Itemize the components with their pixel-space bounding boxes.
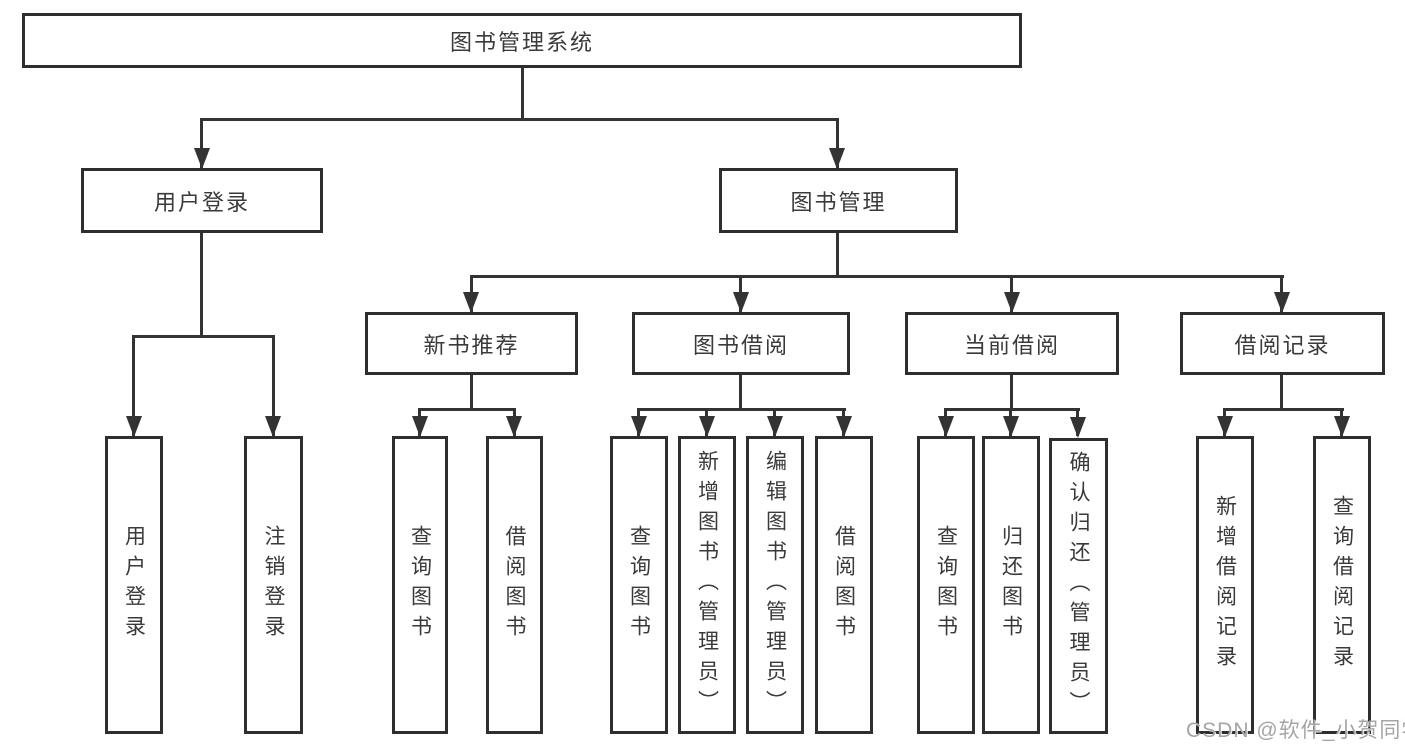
leaf-label: 查询图书: [408, 525, 432, 645]
arrow-down-icon: [631, 416, 647, 437]
arrow-down-icon: [194, 148, 210, 169]
arrow-down-icon: [1003, 416, 1019, 437]
node-book-borrowing: 图书借阅: [632, 312, 850, 375]
connector-line: [418, 408, 516, 411]
connector-line: [470, 275, 1284, 278]
connector-line: [132, 335, 135, 436]
connector-line: [521, 68, 524, 118]
node-book-management: 图书管理: [719, 168, 958, 233]
node-label: 用户登录: [153, 189, 250, 215]
leaf-label: 确认归还（管理员）: [1067, 451, 1090, 721]
connector-line: [637, 408, 846, 411]
leaf-label: 用户登录: [122, 525, 146, 645]
arrow-down-icon: [412, 416, 428, 437]
leaf-query-books-borrow: 查询图书: [610, 436, 668, 734]
leaf-user-login: 用户登录: [105, 436, 163, 734]
leaf-borrow-books: 借阅图书: [815, 436, 873, 734]
arrow-down-icon: [938, 416, 954, 437]
leaf-add-borrow-record: 新增借阅记录: [1196, 436, 1254, 734]
node-label: 图书借阅: [692, 332, 789, 358]
arrow-down-icon: [829, 148, 845, 169]
arrow-down-icon: [506, 416, 522, 437]
leaf-logout: 注销登录: [244, 436, 303, 734]
leaf-label: 新增借阅记录: [1213, 495, 1237, 675]
watermark: CSDN @软件_小贺同学: [1186, 719, 1405, 742]
arrow-down-icon: [1070, 417, 1086, 438]
arrow-down-icon: [733, 292, 749, 313]
connector-line: [200, 118, 839, 121]
leaf-return-books: 归还图书: [982, 436, 1040, 734]
connector-line: [132, 335, 275, 338]
connector-line: [200, 233, 203, 335]
leaf-add-book-admin: 新增图书（管理员）: [678, 436, 736, 734]
leaf-label: 注销登录: [262, 525, 285, 645]
leaf-label: 查询图书: [627, 525, 651, 645]
connector-line: [836, 233, 839, 275]
leaf-label: 查询图书: [934, 525, 958, 645]
leaf-label: 借阅图书: [503, 525, 526, 645]
arrow-down-icon: [1274, 292, 1290, 313]
leaf-query-books-recommend: 查询图书: [392, 436, 448, 734]
arrow-down-icon: [767, 416, 783, 437]
leaf-edit-book-admin: 编辑图书（管理员）: [746, 436, 804, 734]
node-label: 图书管理: [790, 189, 887, 215]
leaf-confirm-return-admin: 确认归还（管理员）: [1049, 438, 1108, 734]
leaf-label: 新增图书（管理员）: [695, 450, 719, 720]
connector-line: [272, 335, 275, 436]
leaf-borrow-books-recommend: 借阅图书: [486, 436, 543, 734]
leaf-label: 编辑图书（管理员）: [763, 450, 787, 720]
connector-line: [1280, 375, 1283, 408]
connector-line: [836, 118, 839, 168]
arrow-down-icon: [1334, 416, 1350, 437]
arrow-down-icon: [1217, 416, 1233, 437]
connector-line: [200, 118, 203, 168]
node-label: 当前借阅: [963, 332, 1060, 358]
node-new-book-recommendation: 新书推荐: [365, 312, 578, 375]
connector-line: [1010, 375, 1013, 408]
arrow-down-icon: [836, 416, 852, 437]
leaf-label: 归还图书: [999, 525, 1023, 645]
leaf-label: 查询借阅记录: [1330, 495, 1354, 675]
connector-line: [739, 375, 742, 408]
node-user-login: 用户登录: [81, 168, 323, 233]
connector-line: [944, 408, 1080, 411]
node-label: 借阅记录: [1234, 332, 1331, 358]
node-label: 图书管理系统: [449, 29, 594, 55]
leaf-query-books-current: 查询图书: [917, 436, 975, 734]
arrow-down-icon: [1004, 292, 1020, 313]
node-borrowing-records: 借阅记录: [1180, 312, 1385, 375]
arrow-down-icon: [699, 416, 715, 437]
node-label: 新书推荐: [423, 332, 520, 358]
arrow-down-icon: [126, 416, 142, 437]
arrow-down-icon: [265, 416, 281, 437]
node-current-borrowing: 当前借阅: [905, 312, 1119, 375]
arrow-down-icon: [463, 292, 479, 313]
connector-line: [1223, 408, 1344, 411]
connector-line: [470, 375, 473, 408]
node-library-system: 图书管理系统: [22, 13, 1022, 68]
leaf-query-borrow-record: 查询借阅记录: [1313, 436, 1371, 734]
leaf-label: 借阅图书: [832, 525, 856, 645]
